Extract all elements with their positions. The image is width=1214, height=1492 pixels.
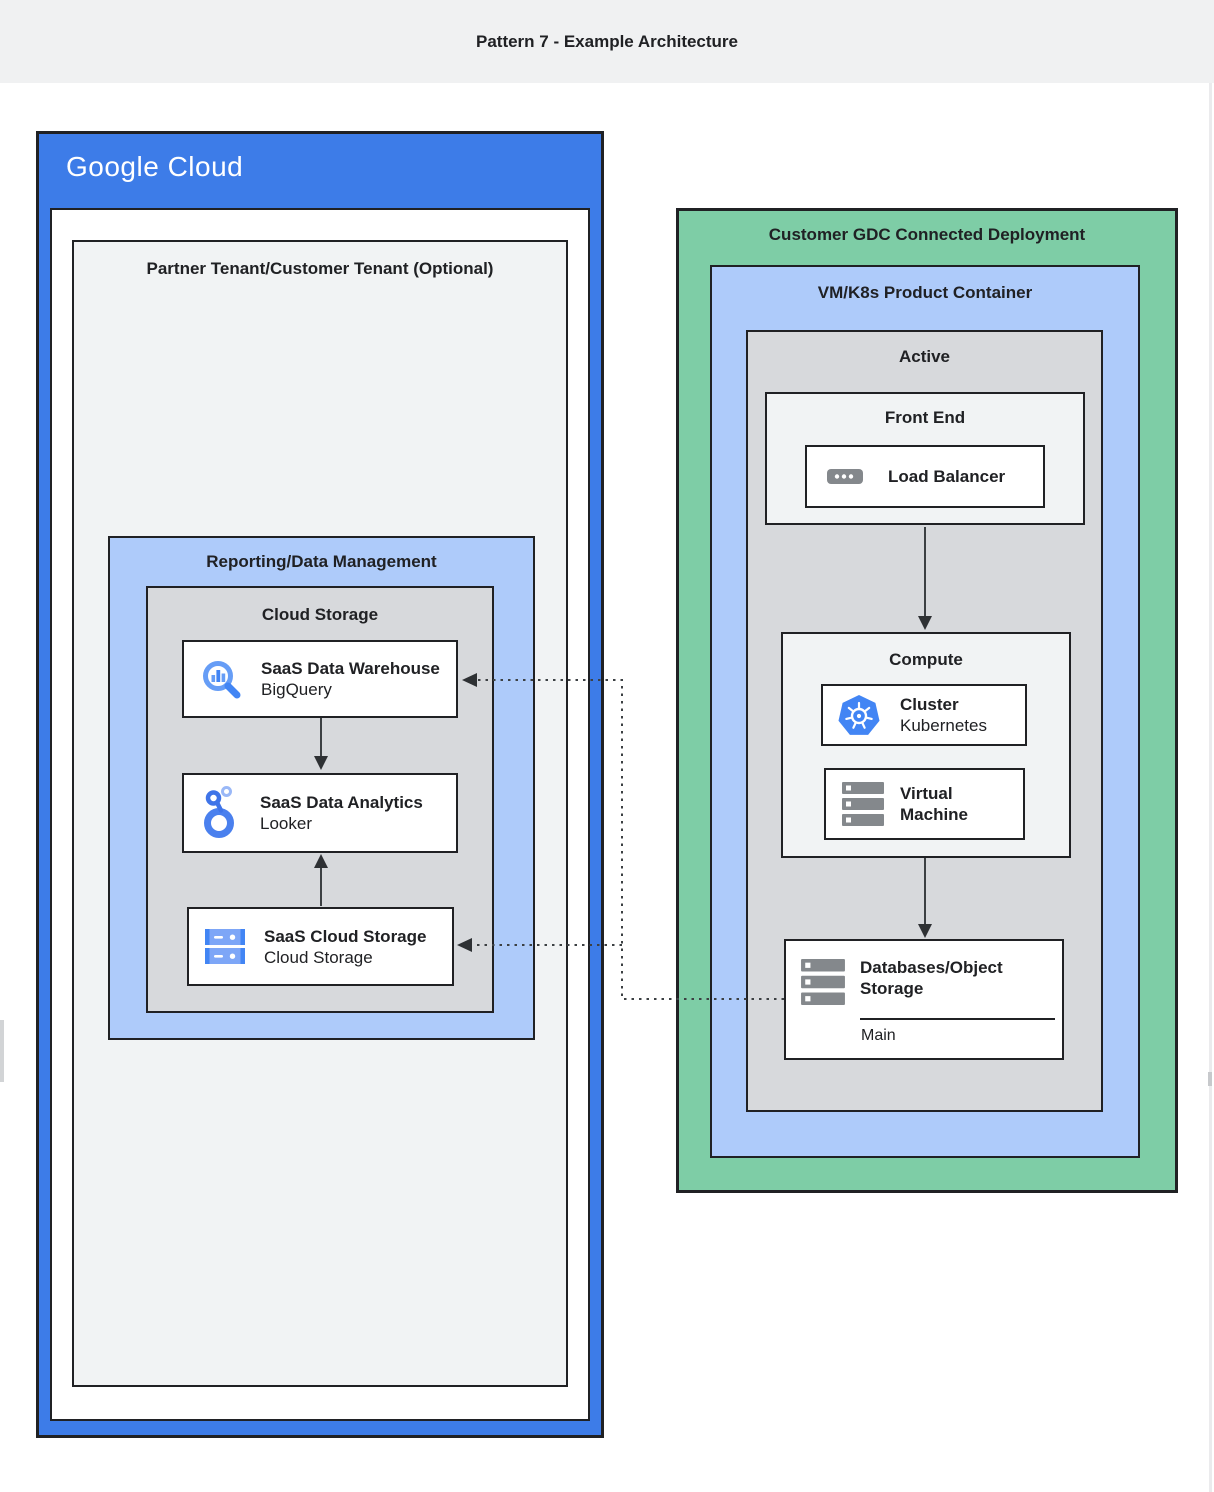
card-virtual-machine: Virtual Machine bbox=[824, 768, 1025, 840]
object-storage-icon bbox=[801, 959, 845, 1010]
google-cloud-logo: Google Cloud bbox=[66, 151, 244, 182]
card-subtitle: Cloud Storage bbox=[264, 947, 373, 967]
page-edge-mark bbox=[0, 1020, 4, 1082]
compute-label: Compute bbox=[889, 650, 963, 669]
card-saas-cloud-storage: SaaS Cloud Storage Cloud Storage bbox=[187, 907, 454, 986]
card-subtitle: BigQuery bbox=[261, 680, 332, 699]
kubernetes-icon bbox=[835, 693, 883, 738]
customer-gdc-label: Customer GDC Connected Deployment bbox=[768, 225, 1086, 244]
divider bbox=[860, 1018, 1055, 1020]
card-title: SaaS Cloud Storage bbox=[264, 926, 427, 946]
bigquery-icon bbox=[199, 656, 243, 702]
card-title: Virtual Machine bbox=[900, 784, 969, 824]
card-kubernetes-cluster: Cluster Kubernetes bbox=[821, 684, 1027, 746]
card-databases-object-storage: Databases/Object Storage Main bbox=[784, 939, 1064, 1060]
reporting-data-management-label: Reporting/Data Management bbox=[206, 552, 437, 571]
partner-tenant-label: Partner Tenant/Customer Tenant (Optional… bbox=[146, 259, 494, 278]
card-title: SaaS Data Warehouse bbox=[261, 659, 440, 678]
looker-icon bbox=[202, 785, 238, 841]
active-label: Active bbox=[898, 347, 951, 366]
load-balancer-icon bbox=[826, 467, 866, 487]
card-title: Databases/Object Storage bbox=[860, 958, 1003, 998]
cloud-storage-icon bbox=[204, 927, 246, 967]
front-end-label: Front End bbox=[884, 408, 966, 427]
virtual-machine-icon bbox=[842, 782, 884, 826]
scrollbar-track[interactable] bbox=[1209, 83, 1212, 1492]
cloud-storage-box-label: Cloud Storage bbox=[261, 605, 379, 624]
card-load-balancer: Load Balancer bbox=[805, 445, 1045, 508]
card-title: SaaS Data Analytics bbox=[260, 793, 423, 812]
card-saas-data-analytics: SaaS Data Analytics Looker bbox=[182, 773, 458, 853]
card-footer: Main bbox=[861, 1027, 896, 1044]
card-subtitle: Kubernetes bbox=[900, 716, 987, 735]
diagram-title-bar: Pattern 7 - Example Architecture bbox=[0, 0, 1214, 83]
card-saas-data-warehouse: SaaS Data Warehouse BigQuery bbox=[182, 640, 458, 718]
vmk8s-product-container-label: VM/K8s Product Container bbox=[817, 283, 1033, 302]
diagram-title: Pattern 7 - Example Architecture bbox=[475, 31, 738, 51]
card-title: Cluster bbox=[900, 695, 959, 714]
card-title: Load Balancer bbox=[888, 467, 1006, 486]
scrollbar-thumb[interactable] bbox=[1208, 1072, 1212, 1086]
card-subtitle: Looker bbox=[260, 814, 312, 833]
